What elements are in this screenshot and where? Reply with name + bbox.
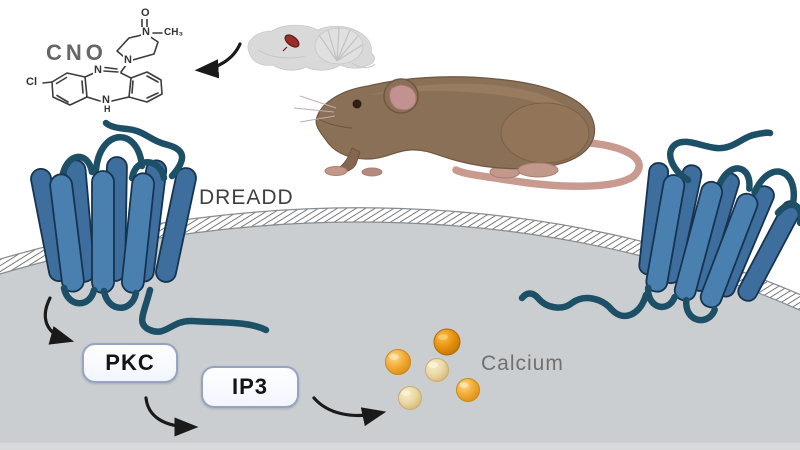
mouse-tail — [452, 138, 643, 190]
pkc-node: PKC — [82, 343, 178, 383]
brain-injection-site — [282, 34, 300, 52]
mouse-ear-inner — [389, 84, 417, 111]
atom-piperazine-nitrogen: N — [123, 54, 133, 66]
mouse-haunch — [500, 102, 590, 164]
receptor-n-terminal-tail — [102, 119, 186, 180]
receptor-c-terminal-tail — [518, 290, 650, 320]
atom-oxide-oxygen: O — [140, 7, 151, 19]
brain-illustration — [247, 24, 376, 71]
cerebellum — [314, 27, 364, 65]
dreadd-receptor-right — [518, 129, 800, 324]
atom-amine-hydrogen: H — [103, 104, 112, 114]
arrow-pkc-to-ip3 — [144, 396, 199, 437]
atom-methyl-group: CH₃ — [163, 27, 185, 38]
dreadd-receptor-left — [30, 119, 270, 335]
cno-label: CNO — [46, 40, 107, 65]
cell-interior — [0, 222, 800, 450]
receptor-n-terminal-tail — [667, 129, 774, 184]
ip3-node: IP3 — [201, 366, 299, 408]
cno-structure — [42, 18, 163, 106]
calcium-ion — [456, 378, 480, 402]
atom-imine-nitrogen: N — [93, 64, 103, 76]
mouse-illustration — [293, 76, 643, 190]
mouse-eye — [352, 99, 362, 109]
calcium-ion — [398, 386, 422, 410]
dreadd-label: DREADD — [199, 186, 294, 209]
calcium-ion — [433, 328, 461, 356]
cell-bottom-strip — [0, 443, 800, 450]
atom-chlorine: Cl — [25, 76, 38, 88]
calcium-label: Calcium — [481, 352, 564, 375]
atom-amine-nitrogen: N — [101, 94, 111, 106]
calcium-ion — [385, 349, 411, 375]
arrow-ip3-to-calcium — [312, 396, 387, 427]
arrow-receptor-to-pkc — [43, 296, 75, 345]
mouse-hind-foot — [517, 162, 559, 178]
receptor-c-terminal-tail — [139, 286, 270, 335]
atom-top-nitrogen: N — [141, 26, 151, 38]
arrow-brain-to-cno — [194, 42, 242, 79]
mouse-whiskers — [293, 95, 337, 123]
calcium-ions — [385, 328, 480, 410]
calcium-ion — [425, 358, 449, 382]
